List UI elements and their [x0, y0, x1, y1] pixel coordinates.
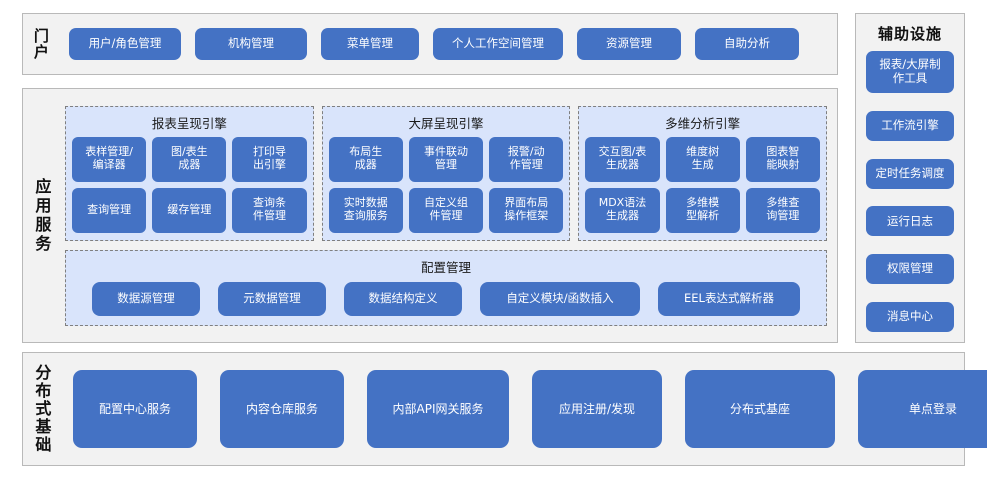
- engine-button-实时数据-查询服务[interactable]: 实时数据 查询服务: [328, 187, 403, 233]
- engine-button-多维模-型解析[interactable]: 多维模 型解析: [665, 187, 740, 233]
- portal-button-资源管理[interactable]: 资源管理: [577, 28, 681, 60]
- aux-button-定时任务调度[interactable]: 定时任务调度: [866, 158, 954, 189]
- application-services-layer-label: 应用服务: [32, 177, 52, 254]
- config-button-元数据管理[interactable]: 元数据管理: [218, 281, 326, 316]
- engine-button-图-表生-成器[interactable]: 图/表生 成器: [152, 136, 227, 182]
- config-button-EEL表达式解析器[interactable]: EEL表达式解析器: [658, 281, 800, 316]
- engine-title-大屏呈现引擎: 大屏呈现引擎: [408, 115, 484, 131]
- distributed-button-分布式基座[interactable]: 分布式基座: [685, 370, 835, 448]
- portal-button-用户-角色管理[interactable]: 用户/角色管理: [69, 28, 181, 60]
- engine-grid-报表呈现引擎: 表样管理/ 编译器图/表生 成器打印导 出引擎查询管理缓存管理查询条 件管理: [72, 136, 307, 233]
- distributed-button-单点登录[interactable]: 单点登录: [858, 370, 987, 448]
- engine-title-多维分析引擎: 多维分析引擎: [665, 115, 741, 131]
- engines-row: 报表呈现引擎表样管理/ 编译器图/表生 成器打印导 出引擎查询管理缓存管理查询条…: [65, 105, 828, 241]
- distributed-button-应用注册-发现[interactable]: 应用注册/发现: [532, 370, 662, 448]
- distributed-base-layer: 分布式基础 配置中心服务内容仓库服务内部API网关服务应用注册/发现分布式基座单…: [22, 352, 987, 466]
- engine-button-多维查-询管理[interactable]: 多维查 询管理: [745, 187, 821, 233]
- engine-button-MDX语法-生成器[interactable]: MDX语法 生成器: [585, 187, 660, 233]
- engine-button-维度树-生成[interactable]: 维度树 生成: [665, 136, 740, 182]
- engine-grid-大屏呈现引擎: 布局生 成器事件联动 管理报警/动 作管理实时数据 查询服务自定义组 件管理界面…: [328, 136, 564, 233]
- engine-panel-报表呈现引擎: 报表呈现引擎表样管理/ 编译器图/表生 成器打印导 出引擎查询管理缓存管理查询条…: [65, 105, 314, 241]
- config-button-数据结构定义[interactable]: 数据结构定义: [344, 281, 462, 316]
- config-management-title: 配置管理: [420, 259, 471, 275]
- engine-button-查询管理[interactable]: 查询管理: [72, 187, 147, 233]
- portal-button-row: 用户/角色管理机构管理菜单管理个人工作空间管理资源管理自助分析: [57, 14, 837, 74]
- application-services-layer: 应用服务 报表呈现引擎表样管理/ 编译器图/表生 成器打印导 出引擎查询管理缓存…: [22, 88, 838, 343]
- engine-button-交互图-表-生成器[interactable]: 交互图/表 生成器: [585, 136, 660, 182]
- aux-button-报表-大屏制-作工具[interactable]: 报表/大屏制 作工具: [866, 51, 954, 93]
- engine-panel-多维分析引擎: 多维分析引擎交互图/表 生成器维度树 生成图表智 能映射 MDX语法 生成器多维模…: [578, 105, 828, 241]
- engine-button-自定义组-件管理[interactable]: 自定义组 件管理: [408, 187, 484, 233]
- config-management-button-row: 数据源管理元数据管理数据结构定义自定义模块/函数插入 EEL表达式解析器: [72, 281, 820, 316]
- config-management-panel: 配置管理 数据源管理元数据管理数据结构定义自定义模块/函数插入 EEL表达式解析器: [65, 249, 827, 326]
- engine-button-报警-动-作管理[interactable]: 报警/动 作管理: [489, 136, 564, 182]
- distributed-button-内容仓库服务[interactable]: 内容仓库服务: [220, 370, 344, 448]
- engine-button-布局生-成器[interactable]: 布局生 成器: [328, 136, 403, 182]
- application-services-body: 报表呈现引擎表样管理/ 编译器图/表生 成器打印导 出引擎查询管理缓存管理查询条…: [59, 89, 837, 342]
- engine-button-表样管理--编译器[interactable]: 表样管理/ 编译器: [72, 136, 147, 182]
- distributed-button-内部API网关服务[interactable]: 内部API网关服务: [367, 370, 509, 448]
- engine-grid-多维分析引擎: 交互图/表 生成器维度树 生成图表智 能映射 MDX语法 生成器多维模 型解析多维…: [585, 136, 821, 233]
- engine-button-查询条-件管理[interactable]: 查询条 件管理: [232, 187, 307, 233]
- portal-layer-label: 门户: [31, 28, 50, 60]
- aux-button-工作流引擎[interactable]: 工作流引擎: [866, 110, 954, 141]
- engine-button-图表智-能映射[interactable]: 图表智 能映射: [745, 136, 821, 182]
- portal-button-菜单管理[interactable]: 菜单管理: [321, 28, 419, 60]
- engine-button-缓存管理[interactable]: 缓存管理: [152, 187, 227, 233]
- portal-button-机构管理[interactable]: 机构管理: [195, 28, 307, 60]
- engine-button-打印导-出引擎[interactable]: 打印导 出引擎: [232, 136, 307, 182]
- engine-title-报表呈现引擎: 报表呈现引擎: [151, 115, 227, 131]
- aux-button-消息中心[interactable]: 消息中心: [866, 301, 954, 332]
- distributed-base-layer-label: 分布式基础: [32, 364, 52, 454]
- engine-button-界面布局-操作框架[interactable]: 界面布局 操作框架: [489, 187, 564, 233]
- aux-facilities-title: 辅助设施: [877, 25, 942, 43]
- aux-facilities-panel: 辅助设施 报表/大屏制 作工具工作流引擎定时任务调度运行日志权限管理消息中心: [855, 13, 965, 343]
- aux-button-权限管理[interactable]: 权限管理: [866, 254, 954, 285]
- aux-button-运行日志[interactable]: 运行日志: [866, 206, 954, 237]
- distributed-base-button-row: 配置中心服务内容仓库服务内部API网关服务应用注册/发现分布式基座单点登录: [59, 353, 987, 465]
- engine-button-事件联动-管理[interactable]: 事件联动 管理: [408, 136, 484, 182]
- portal-button-自助分析[interactable]: 自助分析: [695, 28, 799, 60]
- config-button-自定义模块-函数插入[interactable]: 自定义模块/函数插入: [480, 281, 640, 316]
- portal-button-个人工作空间管理[interactable]: 个人工作空间管理: [433, 28, 563, 60]
- portal-layer: 门户 用户/角色管理机构管理菜单管理个人工作空间管理资源管理自助分析: [22, 13, 838, 75]
- distributed-button-配置中心服务[interactable]: 配置中心服务: [73, 370, 197, 448]
- engine-panel-大屏呈现引擎: 大屏呈现引擎布局生 成器事件联动 管理报警/动 作管理实时数据 查询服务自定义组…: [321, 105, 571, 241]
- aux-facilities-button-list: 报表/大屏制 作工具工作流引擎定时任务调度运行日志权限管理消息中心: [856, 51, 964, 342]
- config-button-数据源管理[interactable]: 数据源管理: [92, 281, 200, 316]
